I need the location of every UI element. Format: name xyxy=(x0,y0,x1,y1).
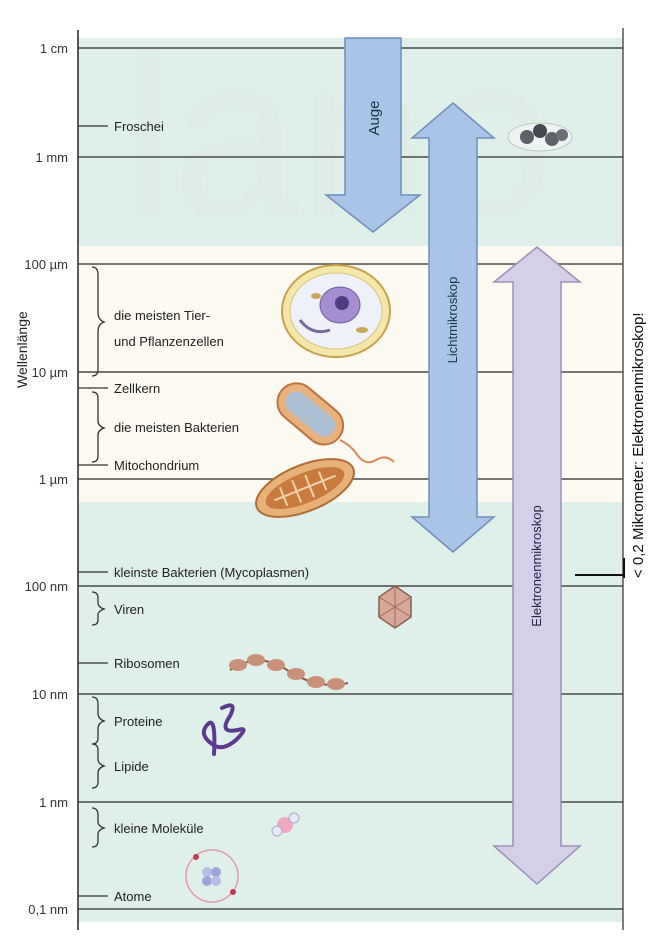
side-note: < 0,2 Mikrometer: Elektronenmikroskop! xyxy=(630,312,647,578)
scale-label-1cm: 1 cm xyxy=(40,41,68,56)
animal-cell-illustration xyxy=(282,265,390,357)
scale-label-01nm: 0,1 nm xyxy=(28,902,68,917)
scale-label-1um: 1 µm xyxy=(39,472,68,487)
elektronenmikroskop-arrow-label: Elektronenmikroskop xyxy=(529,505,544,626)
scale-label-1mm: 1 mm xyxy=(36,150,69,165)
frog-egg-illustration xyxy=(508,123,572,151)
auge-arrow-label: Auge xyxy=(366,100,383,135)
label-mitochondrium: Mitochondrium xyxy=(114,458,199,473)
label-bakterien: die meisten Bakterien xyxy=(114,420,239,435)
label-viren: Viren xyxy=(114,602,144,617)
scale-label-10nm: 10 nm xyxy=(32,687,68,702)
label-tier-zellen-1: die meisten Tier- xyxy=(114,308,210,323)
label-froschei: Froschei xyxy=(114,119,164,134)
label-zellkern: Zellkern xyxy=(114,381,160,396)
lichtmikroskop-arrow-label: Lichtmikroskop xyxy=(445,277,460,364)
scale-labels: 1 cm 1 mm 100 µm 10 µm 1 µm 100 nm 10 nm… xyxy=(24,41,68,917)
scale-label-10um: 10 µm xyxy=(32,365,68,380)
label-tier-zellen-2: und Pflanzenzellen xyxy=(114,334,224,349)
scale-label-100nm: 100 nm xyxy=(25,579,68,594)
label-kleine-molekuele: kleine Moleküle xyxy=(114,821,204,836)
label-kleinste-bakterien: kleinste Bakterien (Mycoplasmen) xyxy=(114,565,309,580)
label-ribosomen: Ribosomen xyxy=(114,656,180,671)
label-proteine: Proteine xyxy=(114,714,162,729)
y-axis-label: Wellenlänge xyxy=(14,311,30,388)
label-lipide: Lipide xyxy=(114,759,149,774)
label-atome: Atome xyxy=(114,889,152,904)
scale-label-1nm: 1 nm xyxy=(39,795,68,810)
scale-label-100um: 100 µm xyxy=(24,257,68,272)
